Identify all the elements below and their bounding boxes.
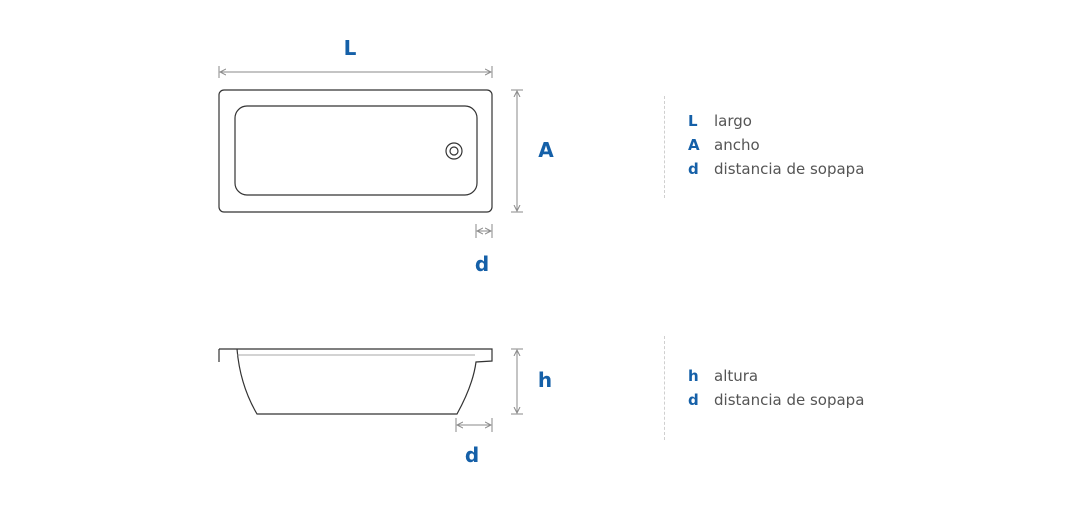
top-view: L A d	[218, 36, 554, 276]
legend-item: h altura	[688, 364, 864, 388]
legend-description: distancia de sopapa	[714, 391, 865, 409]
length-label: L	[344, 36, 357, 60]
legend-key: A	[688, 136, 700, 154]
legend-key: L	[688, 112, 698, 130]
legend-item: d distancia de sopapa	[688, 157, 864, 181]
legend-separator-top	[664, 96, 665, 198]
legend-key: h	[688, 367, 699, 385]
legend-top: L largo A ancho d distancia de sopapa	[688, 109, 864, 181]
drain-distance-label: d	[475, 252, 489, 276]
legend-bottom: h altura d distancia de sopapa	[688, 364, 864, 412]
tub-outer-rim	[218, 89, 493, 213]
tub-inner-basin	[234, 105, 478, 196]
legend-description: altura	[714, 367, 759, 385]
legend-description: distancia de sopapa	[714, 160, 865, 178]
legend-item: A ancho	[688, 133, 864, 157]
drain-icon	[445, 142, 463, 160]
legend-key: d	[688, 160, 699, 178]
width-label: A	[538, 138, 554, 162]
legend-description: largo	[714, 112, 752, 130]
side-drain-distance-label: d	[465, 443, 479, 467]
legend-key: d	[688, 391, 699, 409]
legend-description: ancho	[714, 136, 760, 154]
height-label: h	[538, 368, 552, 392]
side-view: h d	[218, 348, 552, 467]
legend-separator-bottom	[664, 336, 665, 440]
legend-item: L largo	[688, 109, 864, 133]
tub-side-profile	[218, 348, 493, 415]
legend-item: d distancia de sopapa	[688, 388, 864, 412]
